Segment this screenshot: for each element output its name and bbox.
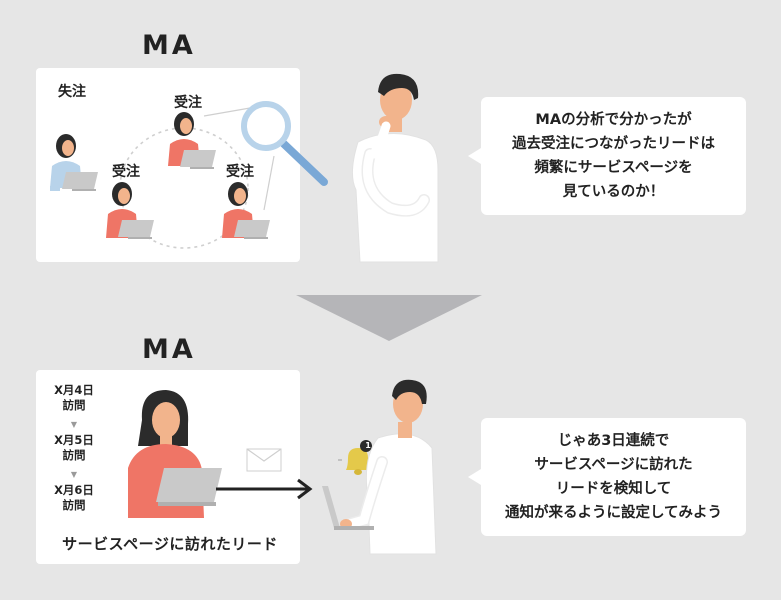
lead-network-illustration: [50, 107, 275, 249]
date-step-arrow-2: ▼: [70, 470, 78, 479]
won-cluster-ring: [119, 127, 249, 249]
magnifier-link-top: [203, 107, 251, 117]
visit-date-1-label: 訪問: [62, 398, 86, 412]
bottom-bubble-line-1: じゃあ3日連続で: [557, 433, 670, 449]
visit-date-3-day: X月6日: [54, 483, 94, 497]
top-ma-heading: MA: [142, 30, 196, 61]
visit-date-1-day: X月4日: [54, 383, 94, 397]
lead-woman-illustration: [128, 390, 222, 518]
bell-icon: [338, 440, 378, 475]
date-step-arrow-1: ▼: [70, 420, 78, 429]
thinking-man-illustration: [352, 73, 439, 263]
top-speech-bubble: MAの分析で分かったが 過去受注につながったリードは 頻繁にサービスページを 見…: [468, 97, 746, 215]
bottom-bubble-line-2: サービスページに訪れた: [534, 457, 693, 473]
magnifier-link-right: [263, 155, 275, 211]
lost-label: 失注: [58, 84, 86, 100]
arrow-right-icon: [216, 478, 313, 500]
visit-date-1: X月4日 訪問: [48, 383, 100, 413]
bottom-speech-bubble: じゃあ3日連続で サービスページに訪れた リードを検知して 通知が来るように設定…: [468, 418, 746, 536]
working-man-illustration: [322, 379, 437, 555]
visit-date-2-label: 訪問: [62, 448, 86, 462]
won-label-right: 受注: [226, 164, 254, 180]
won-label-top: 受注: [174, 95, 202, 111]
visit-date-3: X月6日 訪問: [48, 483, 100, 513]
bottom-ma-heading: MA: [142, 334, 196, 365]
top-bubble-line-4: 見ているのか！: [562, 184, 665, 200]
top-bubble-line-3: 頻繁にサービスページを: [534, 160, 693, 176]
arrow-down-icon: [296, 295, 482, 341]
won-label-left: 受注: [112, 164, 140, 180]
won-person-figure-top: [168, 112, 216, 169]
top-analysis-panel: 失注 受注 受注 受注: [36, 68, 300, 262]
bottom-bubble-line-4: 通知が来るように設定してみよう: [504, 505, 723, 521]
won-person-figure-right: [222, 182, 270, 239]
visit-date-2: X月5日 訪問: [48, 433, 100, 463]
lost-person-figure: [50, 134, 98, 191]
bottom-caption: サービスページに訪れたリード: [62, 535, 278, 553]
top-bubble-line-2: 過去受注につながったリードは: [512, 136, 715, 152]
won-person-figure-left: [106, 182, 154, 239]
visit-date-3-label: 訪問: [62, 498, 86, 512]
magnifier-icon: [241, 101, 328, 186]
visit-date-2-day: X月5日: [54, 433, 94, 447]
top-bubble-line-1: MAの分析で分かったが: [535, 112, 692, 128]
notification-count-badge: 1: [365, 441, 371, 450]
bottom-bubble-line-3: リードを検知して: [555, 481, 672, 497]
envelope-icon: [246, 448, 282, 472]
